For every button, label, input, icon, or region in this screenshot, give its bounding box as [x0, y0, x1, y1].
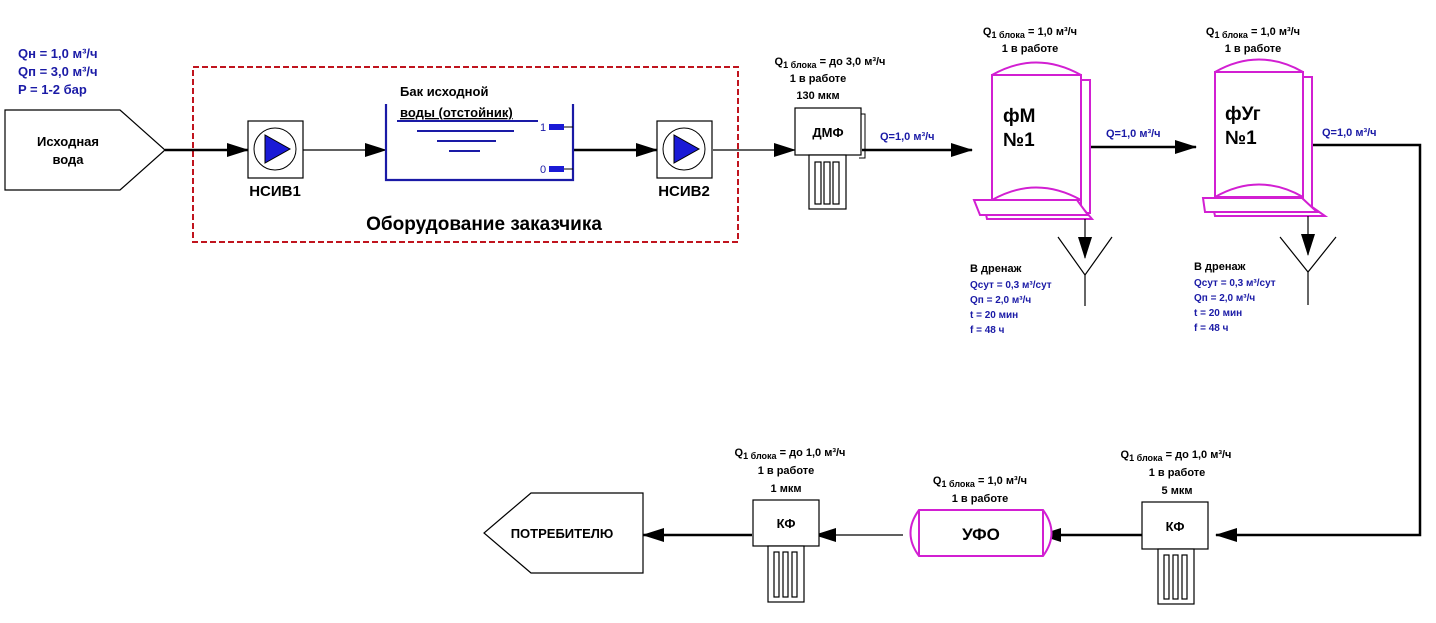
fm-drain-qp: Qп = 2,0 м³/ч	[970, 295, 1031, 306]
tank-outline	[384, 104, 575, 182]
fug-label-2: №1	[1225, 128, 1257, 149]
fug-dome-top	[1214, 58, 1304, 73]
consumer-label: ПОТРЕБИТЕЛЮ	[511, 526, 614, 541]
dmf-label: ДМФ	[812, 125, 843, 140]
fug-body	[1214, 71, 1304, 198]
source-shape	[4, 109, 166, 191]
tank-title-1: Бак исходной	[400, 84, 488, 99]
fm-drain-title: В дренаж	[970, 263, 1022, 275]
fm-base	[972, 199, 1090, 216]
kf1-in-work: 1 в работе	[758, 465, 815, 477]
level-sensor-low-label: 0	[540, 164, 546, 176]
fm-label-1: фМ	[1003, 106, 1035, 127]
fug-drain-title: В дренаж	[1194, 261, 1246, 273]
ufo-in-work: 1 в работе	[952, 493, 1009, 505]
dmf-rating: 130 мкм	[796, 90, 839, 102]
ufo-capacity: Q1 блока = 1,0 м³/ч	[933, 475, 1027, 489]
fug-in-work: 1 в работе	[1225, 43, 1282, 55]
kf1-label: КФ	[777, 516, 796, 531]
pump-nsiv2[interactable]: НСИВ2	[656, 120, 713, 200]
tank-title-2: воды (отстойник)	[400, 105, 513, 120]
source-param-qp: Qп = 3,0 м³/ч	[18, 64, 98, 79]
customer-zone-caption: Оборудование заказчика	[366, 214, 602, 235]
fm-drain-t: t = 20 мин	[970, 310, 1018, 321]
dmf-capacity: Q1 блока = до 3,0 м³/ч	[775, 56, 886, 70]
source-water-block: Qн = 1,0 м³/ч Qп = 3,0 м³/ч P = 1-2 бар …	[4, 46, 166, 191]
pump-nsiv1[interactable]: НСИВ1	[247, 120, 304, 200]
consumer-output: ПОТРЕБИТЕЛЮ	[483, 492, 644, 574]
source-param-qn: Qн = 1,0 м³/ч	[18, 46, 98, 61]
fm-body	[991, 74, 1082, 201]
fug-drain-t: t = 20 мин	[1194, 308, 1242, 319]
uv-disinfection-ufo[interactable]: Q1 блока = 1,0 м³/ч 1 в работе УФО	[909, 475, 1053, 557]
pump2-play-icon	[673, 134, 701, 164]
level-sensor-high	[549, 124, 564, 130]
level-sensor-low	[549, 166, 564, 172]
fug-label-1: фУг	[1225, 104, 1261, 125]
fug-base	[1201, 197, 1320, 213]
source-param-p: P = 1-2 бар	[18, 82, 87, 97]
tank-raw-water[interactable]: Бак исходной воды (отстойник) 1 0	[384, 84, 575, 182]
ufo-label: УФО	[962, 525, 1000, 544]
kf5-body	[1141, 501, 1209, 550]
filter-kf-5um[interactable]: Q1 блока = до 1,0 м³/ч 1 в работе 5 мкм …	[1121, 449, 1232, 605]
kf5-capacity: Q1 блока = до 1,0 м³/ч	[1121, 449, 1232, 463]
consumer-shape	[483, 492, 644, 574]
source-label-1: Исходная	[37, 134, 99, 149]
vessel-fug1[interactable]: Q1 блока = 1,0 м³/ч 1 в работе фУг №1 Q=…	[1194, 26, 1377, 334]
kf1-rating: 1 мкм	[771, 483, 802, 495]
filter-kf-1um[interactable]: Q1 блока = до 1,0 м³/ч 1 в работе 1 мкм …	[735, 447, 846, 603]
fug-drain-qp: Qп = 2,0 м³/ч	[1194, 293, 1255, 304]
kf5-label: КФ	[1166, 519, 1185, 534]
kf5-in-work: 1 в работе	[1149, 467, 1206, 479]
fm-in-work: 1 в работе	[1002, 43, 1059, 55]
fm-dome-top	[991, 61, 1082, 76]
fm-dome-bottom	[991, 186, 1082, 201]
kf1-body	[752, 499, 820, 547]
customer-equipment-zone	[192, 66, 739, 243]
fug-capacity: Q1 блока = 1,0 м³/ч	[1206, 26, 1300, 40]
fug-dome-bottom	[1214, 183, 1304, 198]
fug-drain-f: f = 48 ч	[1194, 323, 1229, 334]
fm-flow-out: Q=1,0 м³/ч	[1106, 128, 1161, 140]
dmf-in-work: 1 в работе	[790, 73, 847, 85]
source-label-2: вода	[52, 152, 84, 167]
pump1-play-icon	[264, 134, 292, 164]
dmf-flow-out: Q=1,0 м³/ч	[880, 131, 935, 143]
kf5-rating: 5 мкм	[1162, 485, 1193, 497]
filter-dmf[interactable]: Q1 блока = до 3,0 м³/ч 1 в работе 130 мк…	[775, 56, 935, 210]
fm-drain-f: f = 48 ч	[970, 325, 1005, 336]
pump1-label: НСИВ1	[249, 183, 301, 200]
dmf-body	[794, 107, 862, 156]
fm-drain-qsut: Qсут = 0,3 м³/сут	[970, 280, 1052, 291]
fm-capacity: Q1 блока = 1,0 м³/ч	[983, 26, 1077, 40]
fug-flow-out: Q=1,0 м³/ч	[1322, 127, 1377, 139]
pump2-label: НСИВ2	[658, 183, 710, 200]
fm-label-2: №1	[1003, 130, 1035, 151]
kf1-capacity: Q1 блока = до 1,0 м³/ч	[735, 447, 846, 461]
fug-drain-qsut: Qсут = 0,3 м³/сут	[1194, 278, 1276, 289]
pipe-fug-to-kf5	[1215, 143, 1422, 542]
level-sensor-high-label: 1	[540, 122, 546, 134]
vessel-fm1[interactable]: Q1 блока = 1,0 м³/ч 1 в работе фМ №1 Q=1…	[970, 26, 1161, 336]
